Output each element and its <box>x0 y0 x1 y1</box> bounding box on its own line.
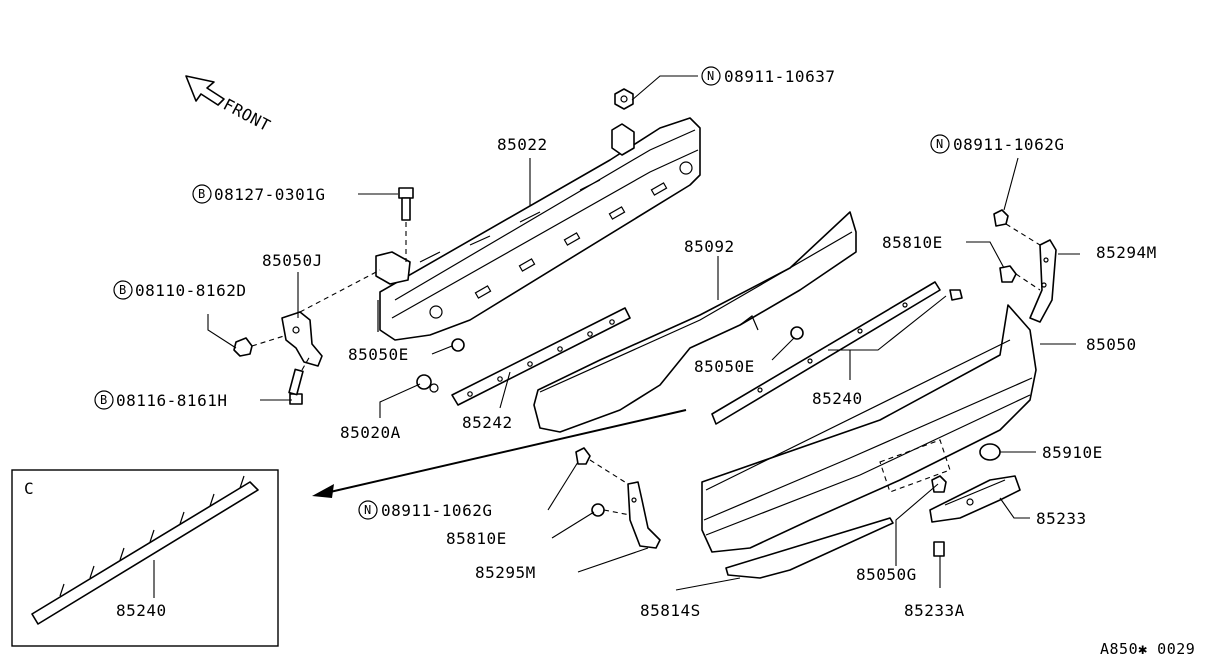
part-label-85020A: 85020A <box>340 423 401 442</box>
part-label-08110-8162D: 08110-8162D <box>135 281 246 300</box>
detail-inset-c <box>11 469 279 647</box>
circled-prefix-b: B <box>113 280 133 300</box>
side-retainer-85294m <box>993 209 1057 323</box>
svg-text:B: B <box>119 283 126 297</box>
part-label-85092: 85092 <box>684 237 735 256</box>
retainer-85240 <box>711 281 963 425</box>
circled-prefix-n: N <box>930 134 950 154</box>
part-label-85242: 85242 <box>462 413 513 432</box>
svg-text:N: N <box>364 503 371 517</box>
part-label-85050E: 85050E <box>348 345 409 364</box>
part-label-85810E: 85810E <box>882 233 943 252</box>
circled-prefix-n: N <box>701 66 721 86</box>
svg-text:B: B <box>198 187 205 201</box>
part-label-08127-0301G: 08127-0301G <box>214 185 325 204</box>
bracket-85233 <box>929 475 1021 523</box>
bumper-fascia-85050 <box>701 304 1037 553</box>
part-label-85050: 85050 <box>1086 335 1137 354</box>
part-label-08116-8161H: 08116-8161H <box>116 391 227 410</box>
part-label-08911-1062G-2: 08911-1062G <box>381 501 492 520</box>
part-label-85050J: 85050J <box>262 251 323 270</box>
cap-icon <box>979 443 1001 461</box>
part-label-85294M: 85294M <box>1096 243 1157 262</box>
clip-icon <box>931 475 947 493</box>
bolt-icon <box>233 335 285 357</box>
front-label: FRONT <box>220 95 274 136</box>
part-label-85050E-2: 85050E <box>694 357 755 376</box>
circled-prefix-b: B <box>192 184 212 204</box>
retainer-85242 <box>451 307 631 406</box>
leader-lines <box>153 75 1080 598</box>
bumper-bracket-85050j <box>281 269 381 367</box>
inset-label: C <box>24 479 34 498</box>
circled-prefix-b: B <box>94 390 114 410</box>
part-label-85233: 85233 <box>1036 509 1087 528</box>
front-arrow-icon <box>185 75 225 106</box>
clip-icon <box>416 338 465 393</box>
molding-85814s <box>725 517 894 579</box>
part-label-85814S: 85814S <box>640 601 701 620</box>
part-label-85240-inset: 85240 <box>116 601 167 620</box>
part-label-85050G: 85050G <box>856 565 917 584</box>
clip-icon <box>790 326 804 340</box>
svg-text:B: B <box>100 393 107 407</box>
part-label-08911-10637: 08911-10637 <box>724 67 835 86</box>
part-label-85022: 85022 <box>497 135 548 154</box>
bumper-reinforcement-85022 <box>375 117 701 341</box>
svg-text:N: N <box>936 137 943 151</box>
energy-absorber-85092 <box>533 211 857 433</box>
side-retainer-85295m <box>575 447 661 549</box>
nut-icon <box>614 88 634 110</box>
part-label-85910E: 85910E <box>1042 443 1103 462</box>
bolt-icon <box>288 355 311 405</box>
svg-text:N: N <box>707 69 714 83</box>
part-label-08911-1062G: 08911-1062G <box>953 135 1064 154</box>
part-label-85810E-2: 85810E <box>446 529 507 548</box>
circled-prefix-n: N <box>358 500 378 520</box>
part-label-85240: 85240 <box>812 389 863 408</box>
bolt-icon <box>398 187 414 262</box>
part-label-85295M: 85295M <box>475 563 536 582</box>
part-label-85233A: 85233A <box>904 601 965 620</box>
detail-pointer-arrow-icon <box>312 409 687 498</box>
screw-icon <box>933 541 945 557</box>
footer-code: A850✱ 0029 <box>1100 640 1195 658</box>
